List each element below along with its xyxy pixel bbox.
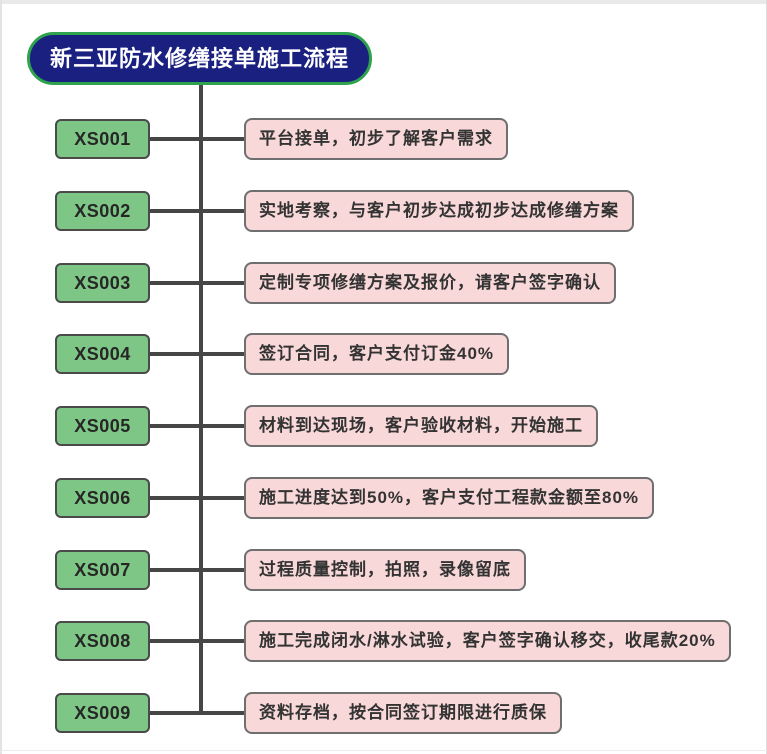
step-description-node[interactable]: 施工完成闭水/淋水试验，客户签字确认移交，收尾款20% (244, 620, 731, 662)
flow-row: XS009 资料存档，按合同签订期限进行质保 (0, 692, 767, 734)
step-code-node[interactable]: XS006 (55, 478, 150, 518)
step-code-node[interactable]: XS001 (55, 119, 150, 159)
step-description-node[interactable]: 资料存档，按合同签订期限进行质保 (244, 692, 562, 734)
flow-row: XS007 过程质量控制，拍照，录像留底 (0, 549, 767, 591)
step-description-node[interactable]: 签订合同，客户支付订金40% (244, 333, 510, 375)
step-description-node[interactable]: 平台接单，初步了解客户需求 (244, 118, 508, 160)
step-code-node[interactable]: XS003 (55, 263, 150, 303)
branch-connector-line (150, 568, 244, 572)
canvas-left-edge (0, 0, 2, 754)
step-code-node[interactable]: XS005 (55, 406, 150, 446)
branch-connector-line (150, 352, 244, 356)
flow-row: XS001 平台接单，初步了解客户需求 (0, 118, 767, 160)
step-code-node[interactable]: XS002 (55, 191, 150, 231)
branch-connector-line (150, 137, 244, 141)
branch-connector-line (150, 496, 244, 500)
step-code-node[interactable]: XS008 (55, 621, 150, 661)
branch-connector-line (150, 281, 244, 285)
flow-row: XS004 签订合同，客户支付订金40% (0, 333, 767, 375)
branch-connector-line (150, 711, 244, 715)
flow-row: XS008 施工完成闭水/淋水试验，客户签字确认移交，收尾款20% (0, 620, 767, 662)
branch-connector-line (150, 424, 244, 428)
step-description-node[interactable]: 过程质量控制，拍照，录像留底 (244, 549, 526, 591)
step-description-node[interactable]: 实地考察，与客户初步达成初步达成修缮方案 (244, 190, 634, 232)
step-code-node[interactable]: XS009 (55, 693, 150, 733)
branch-connector-line (150, 209, 244, 213)
flow-row: XS003 定制专项修缮方案及报价，请客户签字确认 (0, 262, 767, 304)
flow-row: XS002 实地考察，与客户初步达成初步达成修缮方案 (0, 190, 767, 232)
step-description-node[interactable]: 材料到达现场，客户验收材料，开始施工 (244, 405, 598, 447)
canvas-top-edge (0, 0, 767, 4)
flow-row: XS006 施工进度达到50%，客户支付工程款金额至80% (0, 477, 767, 519)
step-description-node[interactable]: 定制专项修缮方案及报价，请客户签字确认 (244, 262, 616, 304)
canvas-bottom-edge (0, 750, 767, 751)
branch-connector-line (150, 639, 244, 643)
step-description-node[interactable]: 施工进度达到50%，客户支付工程款金额至80% (244, 477, 655, 519)
step-code-node[interactable]: XS004 (55, 334, 150, 374)
flow-row: XS005 材料到达现场，客户验收材料，开始施工 (0, 405, 767, 447)
step-code-node[interactable]: XS007 (55, 550, 150, 590)
trunk-connector-line (199, 85, 203, 715)
flowchart-root-node[interactable]: 新三亚防水修缮接单施工流程 (27, 32, 372, 85)
